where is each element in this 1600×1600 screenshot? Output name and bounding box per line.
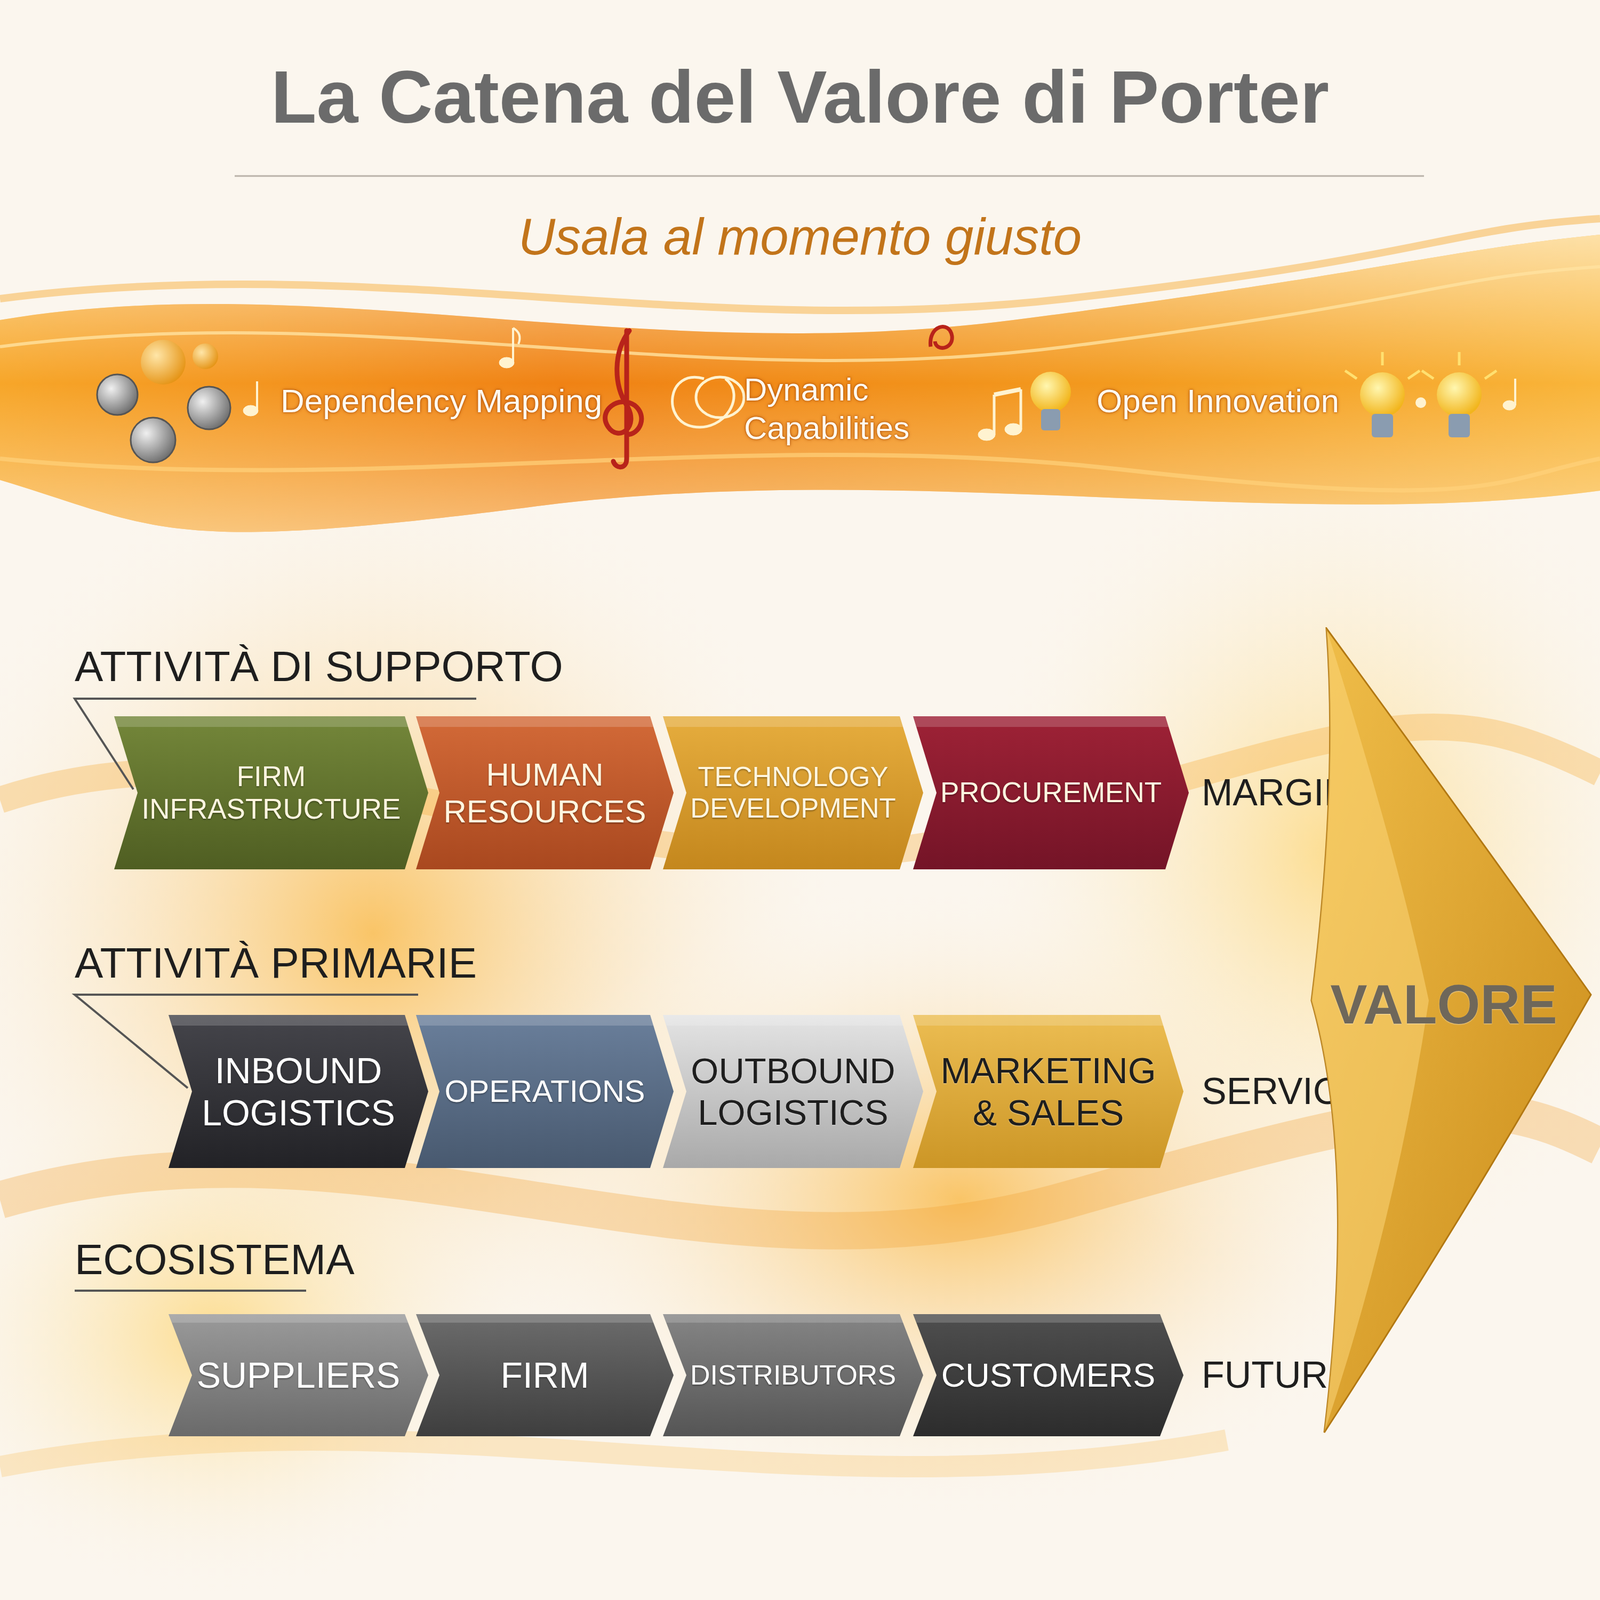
- chevron-outline: [168, 1014, 429, 1168]
- chevron-box: OPERATIONS: [416, 1014, 674, 1168]
- section-heading: ATTIVITÀ DI SUPPORTO: [74, 641, 564, 693]
- note-red: [930, 326, 953, 349]
- chevron-outline: [168, 1314, 429, 1437]
- wave-band: [0, 234, 1600, 532]
- value-label: VALORE: [1316, 947, 1571, 1063]
- activity-label: TECHNOLOGY DEVELOPMENT: [690, 720, 896, 866]
- title: La Catena del Valore di Porter: [270, 53, 1330, 141]
- chevron-outline: [913, 1014, 1184, 1168]
- chevron-box: OUTBOUND LOGISTICS: [662, 1014, 924, 1168]
- section-heading: ECOSISTEMA: [74, 1234, 355, 1286]
- chevron-box: FIRM: [416, 1314, 674, 1437]
- chevron-box: SUPPLIERS: [168, 1314, 429, 1437]
- chevron-outline: [416, 1314, 674, 1437]
- chevron-outline: [662, 1314, 924, 1437]
- activity-label: CUSTOMERS: [940, 1318, 1156, 1432]
- activity-label: DISTRIBUTORS: [690, 1318, 896, 1432]
- subtitle: Usala al momento giusto: [518, 205, 1083, 268]
- chevron-box: DISTRIBUTORS: [662, 1314, 924, 1437]
- activity-label: PROCUREMENT: [940, 720, 1162, 866]
- title-rule: [234, 175, 1424, 178]
- chevron-outline: [913, 716, 1189, 870]
- chevron-shape: [416, 716, 674, 870]
- chevron-shape: [168, 1014, 429, 1168]
- activity-label: SUPPLIERS: [196, 1318, 401, 1432]
- bulb-icons: [1030, 352, 1497, 438]
- section-heading: ATTIVITÀ PRIMARIE: [74, 937, 477, 989]
- chevron-outline: [662, 1014, 924, 1168]
- chevron-box: TECHNOLOGY DEVELOPMENT: [662, 716, 924, 870]
- band-label: Open Innovation: [1096, 381, 1340, 421]
- activity-label: FIRM: [443, 1318, 646, 1432]
- treble-clef: [605, 330, 642, 468]
- chevron-box: INBOUND LOGISTICS: [168, 1014, 429, 1168]
- activity-label: OPERATIONS: [443, 1019, 646, 1164]
- band-label: Dependency Mapping: [280, 381, 603, 421]
- band-label: Dynamic Capabilities: [744, 370, 920, 448]
- arrow-outline: [1311, 628, 1591, 1433]
- chevron-outline: [416, 1014, 674, 1168]
- activity-label: FIRM INFRASTRUCTURE: [141, 720, 401, 866]
- bubble-icon: [97, 339, 231, 463]
- chevron-box: FIRM INFRASTRUCTURE: [114, 716, 429, 870]
- chevron-box: PROCUREMENT: [913, 716, 1189, 870]
- chevron-box: HUMAN RESOURCES: [416, 716, 674, 870]
- section-leaders: [74, 698, 477, 1291]
- chevron-outline: [913, 1314, 1184, 1437]
- activity-label: HUMAN RESOURCES: [443, 720, 646, 866]
- value-arrow: VALORE: [1306, 627, 1592, 1434]
- activity-label: OUTBOUND LOGISTICS: [690, 1019, 896, 1164]
- chevron-outline: [662, 716, 924, 870]
- chevron-box: MARKETING & SALES: [913, 1014, 1184, 1168]
- chevron-shape: [913, 1014, 1184, 1168]
- chevron-outline: [416, 716, 674, 870]
- activity-label: MARKETING & SALES: [940, 1019, 1156, 1164]
- activity-label: INBOUND LOGISTICS: [196, 1019, 401, 1164]
- chevron-shape: [662, 1014, 924, 1168]
- swirl-icon: [672, 377, 744, 428]
- chevron-box: CUSTOMERS: [913, 1314, 1184, 1437]
- chevron-outline: [114, 716, 429, 870]
